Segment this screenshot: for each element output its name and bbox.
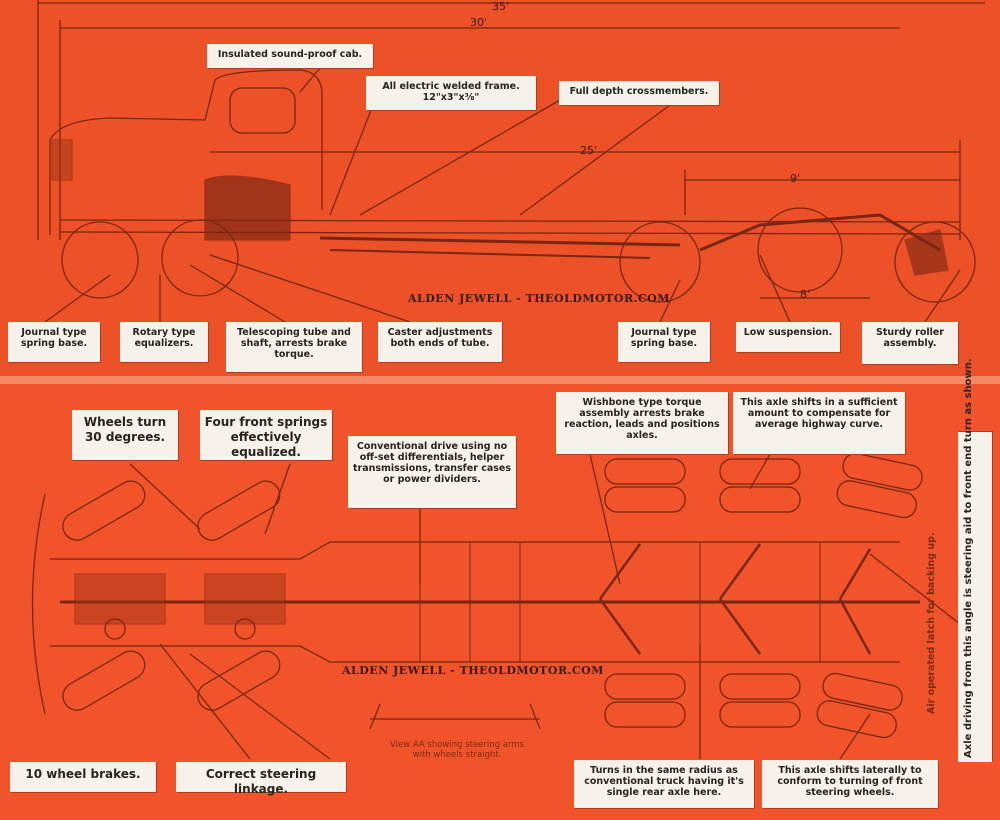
callout-frame: All electric welded frame. 12"x3"x⅜" bbox=[366, 76, 536, 110]
callout-roller-assembly: Sturdy roller assembly. bbox=[862, 322, 958, 364]
callout-front-springs: Four front springs effectively equalized… bbox=[200, 410, 332, 460]
callout-rear-spring-base: Journal type spring base. bbox=[618, 322, 710, 362]
callout-telescoping-tube: Telescoping tube and shaft, arrests brak… bbox=[226, 322, 362, 372]
callout-axle-driving-angle: Axle driving from this angle is steering… bbox=[958, 358, 992, 762]
plan-view-drawing bbox=[31, 452, 961, 760]
dimension-9ft: 9' bbox=[790, 172, 801, 185]
dimension-25ft: 25' bbox=[580, 144, 598, 157]
credit-text-top: ALDEN JEWELL - THEOLDMOTOR.COM bbox=[408, 292, 670, 305]
plan-view-panel: Wheels turn 30 degrees. Four front sprin… bbox=[0, 358, 1000, 820]
credit-text-bottom: ALDEN JEWELL - THEOLDMOTOR.COM bbox=[342, 664, 604, 677]
callout-front-spring-base: Journal type spring base. bbox=[8, 322, 100, 362]
callout-axle-shift-curve: This axle shifts in a sufficient amount … bbox=[733, 392, 905, 454]
callout-conventional-drive: Conventional drive using no off-set diff… bbox=[348, 436, 516, 508]
callout-equalizers: Rotary type equalizers. bbox=[120, 322, 208, 362]
note-air-latch: Air operated latch for backing up. bbox=[926, 532, 937, 714]
dimension-overall: 35' bbox=[492, 0, 510, 13]
callout-cab: Insulated sound-proof cab. bbox=[207, 44, 373, 68]
callout-wishbone: Wishbone type torque assembly arrests br… bbox=[556, 392, 728, 454]
side-view-panel: 35' 30' 25' 9' 8' Insulated sound-proof … bbox=[0, 0, 1000, 378]
dimension-30ft: 30' bbox=[470, 16, 488, 29]
page-seam bbox=[0, 376, 1000, 386]
callout-brakes: 10 wheel brakes. bbox=[10, 762, 156, 792]
caption-view-aa: View AA showing steering arms with wheel… bbox=[389, 740, 525, 760]
callout-wheels-turn: Wheels turn 30 degrees. bbox=[72, 410, 178, 460]
dimension-8ft: 8' bbox=[800, 288, 811, 301]
callout-crossmembers: Full depth crossmembers. bbox=[559, 81, 719, 105]
callout-steering-linkage: Correct steering linkage. bbox=[176, 762, 346, 796]
callout-caster: Caster adjustments both ends of tube. bbox=[378, 322, 502, 362]
callout-low-suspension: Low suspension. bbox=[736, 322, 840, 352]
callout-turn-radius: Turns in the same radius as conventional… bbox=[574, 760, 754, 808]
callout-lateral-shift: This axle shifts laterally to conform to… bbox=[762, 760, 938, 808]
side-view-drawing bbox=[37, 0, 985, 323]
